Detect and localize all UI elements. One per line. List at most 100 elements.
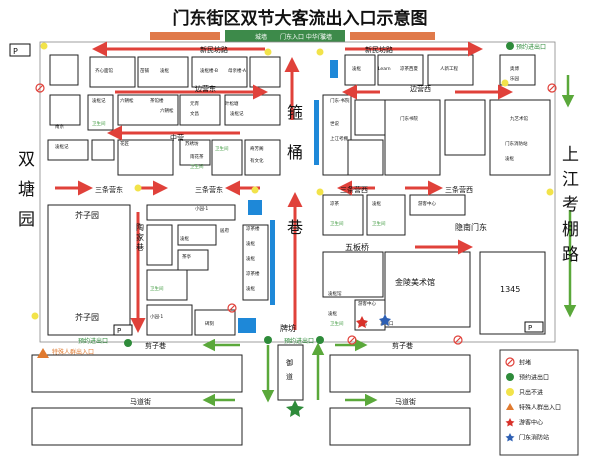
place-labels: 芥子园 芥子园 五板桥 隐南门东 金陵美术馆 1345 牌坊 御道 — [75, 211, 520, 381]
shop-label: 卫生间 — [92, 120, 106, 127]
blocks-left-top — [47, 54, 281, 176]
no-entry-icon — [347, 335, 357, 345]
right-area-char-1: 上 — [562, 145, 579, 165]
shop-label: 花匠 — [120, 140, 129, 147]
place-wubanqiao: 五板桥 — [345, 242, 369, 252]
entry-label-special: 特殊人群出入口 — [52, 348, 94, 356]
shop-label: 碑刻 — [205, 320, 214, 327]
red-star-icon — [286, 400, 304, 417]
top-bar-label-2: 门东入口 中华门 — [280, 33, 324, 41]
shop-label: 卫生间 — [330, 320, 344, 327]
no-entry-icon — [227, 303, 237, 313]
center-area-char-1: 箍 — [287, 103, 303, 122]
shop-label: 门东书院 — [400, 115, 418, 122]
shop-label: 凌枢 — [328, 310, 337, 317]
water-top-right — [330, 60, 338, 78]
shop-label: 雨花茶 — [190, 153, 204, 160]
shop-label: 乐园 — [510, 75, 519, 82]
red-star-icon — [505, 418, 515, 427]
shop-label: 门东消防站 — [505, 140, 528, 147]
water-bottom-pond — [238, 318, 256, 333]
shop-label: 叶松塘 — [225, 100, 239, 107]
shop-label: 凌枢 — [352, 65, 361, 72]
shop-label: 卫生间 — [150, 285, 164, 292]
water-right-canal — [314, 100, 319, 165]
left-area-label: 双 塘 园 — [18, 150, 35, 230]
blocks-right-middle — [322, 194, 546, 335]
street-bianying-west: 边营西 — [410, 84, 431, 93]
yellow-dot-icon — [134, 184, 142, 192]
shop-label: 卫生间 — [215, 145, 229, 152]
street-jianzi-west: 剪子巷 — [145, 341, 166, 350]
left-area-char-3: 园 — [18, 210, 35, 230]
parking-icon: P — [113, 324, 133, 336]
street-bianying-east: 边营东 — [195, 84, 216, 93]
street-jianzi-east: 剪子巷 — [392, 341, 413, 350]
street-zhongying: 中营 — [170, 133, 184, 142]
street-santiaoying-east-1: 三条营东 — [95, 185, 123, 194]
shop-label: 凉茶西夏 — [400, 65, 418, 72]
entry-labels: 预约进出口 预约进出口 特殊人群出入口 预约进出口 — [52, 43, 546, 356]
markers: P P P — [9, 42, 557, 417]
blue-star-icon — [505, 433, 515, 442]
shop-label: 母亲楼·A — [228, 67, 247, 74]
green-dot-icon — [506, 42, 514, 50]
shop-label: 凌枢记 — [92, 97, 106, 104]
legend-label: 封堵 — [519, 359, 531, 367]
svg-text:P: P — [528, 324, 532, 332]
yellow-dot-icon — [316, 48, 324, 56]
red-arrows — [55, 41, 513, 333]
street-santiaoying-west-2: 三条营西 — [445, 185, 473, 194]
right-area-char-5: 路 — [562, 245, 579, 265]
shop-label: 卫生间 — [330, 220, 344, 227]
street-labels: 新民坊路 新民坊路 边营东 边营西 中营 三条营东 三条营东 三条营西 三条营西… — [95, 45, 473, 406]
shop-label: 游客中心 — [358, 300, 376, 307]
center-area-char-2: 桶 — [287, 143, 303, 162]
place-jinling: 金陵美术馆 — [395, 277, 435, 287]
shop-label: 苗铺 — [140, 67, 149, 74]
right-area-char-2: 江 — [562, 170, 579, 190]
shop-label: 凌枢记 — [230, 110, 244, 117]
shop-label: 卫生间 — [190, 163, 204, 170]
parking-icon: P — [524, 321, 544, 333]
shop-label: 凌枢 — [246, 285, 255, 292]
shop-label: 凉茶 — [330, 200, 339, 207]
shop-label: 凌枢楼·B — [200, 67, 218, 74]
shop-label: 六朝松 — [120, 97, 134, 104]
legend-label: 游客中心 — [519, 419, 543, 427]
yellow-dot-icon — [501, 79, 509, 87]
shop-label: 有文化 — [250, 157, 264, 164]
shop-label: 世说 — [330, 120, 339, 127]
street-xinmin-west: 新民坊路 — [200, 45, 228, 54]
shop-label: 凉茶楼 — [246, 270, 260, 277]
center-area-label: 箍 桶 巷 — [287, 103, 303, 237]
blocks-left-middle — [47, 204, 269, 336]
entry-label-mid-right: 预约进出口 — [284, 337, 314, 345]
shop-label: 凌枢馆 — [328, 290, 342, 297]
shop-label: 凌枢 — [505, 155, 514, 162]
water-left-canal — [270, 220, 275, 305]
map-title: 门东街区双节大客流出入口示意图 — [173, 8, 428, 29]
no-entry-icon — [35, 83, 45, 93]
place-yudao: 御道 — [286, 358, 293, 381]
shop-label: 居府 — [220, 227, 229, 234]
shop-label: 小园·1 — [150, 313, 163, 320]
no-entry-icon — [505, 357, 515, 367]
green-arrows — [202, 75, 577, 407]
yellow-dot-icon — [546, 188, 554, 196]
top-bar-label-1: 城墙 — [255, 33, 267, 41]
shop-label: 奇芳阁 — [250, 145, 264, 152]
water-left-pond — [248, 200, 262, 215]
green-dot-icon — [316, 336, 324, 344]
street-madao-west: 马道街 — [130, 397, 151, 406]
shop-label: 人新工程 — [440, 65, 458, 72]
yellow-dot-icon — [251, 186, 259, 194]
top-gate-bar: 城墙 门东入口 中华门 城墙 — [150, 30, 435, 42]
legend-label: 预约进出口 — [519, 374, 549, 382]
place-1345: 1345 — [500, 285, 520, 294]
entry-label-top-right: 预约进出口 — [516, 43, 546, 51]
green-dot-icon — [506, 373, 514, 381]
left-area-char-2: 塘 — [18, 180, 35, 200]
left-area-char-1: 双 — [18, 150, 35, 170]
